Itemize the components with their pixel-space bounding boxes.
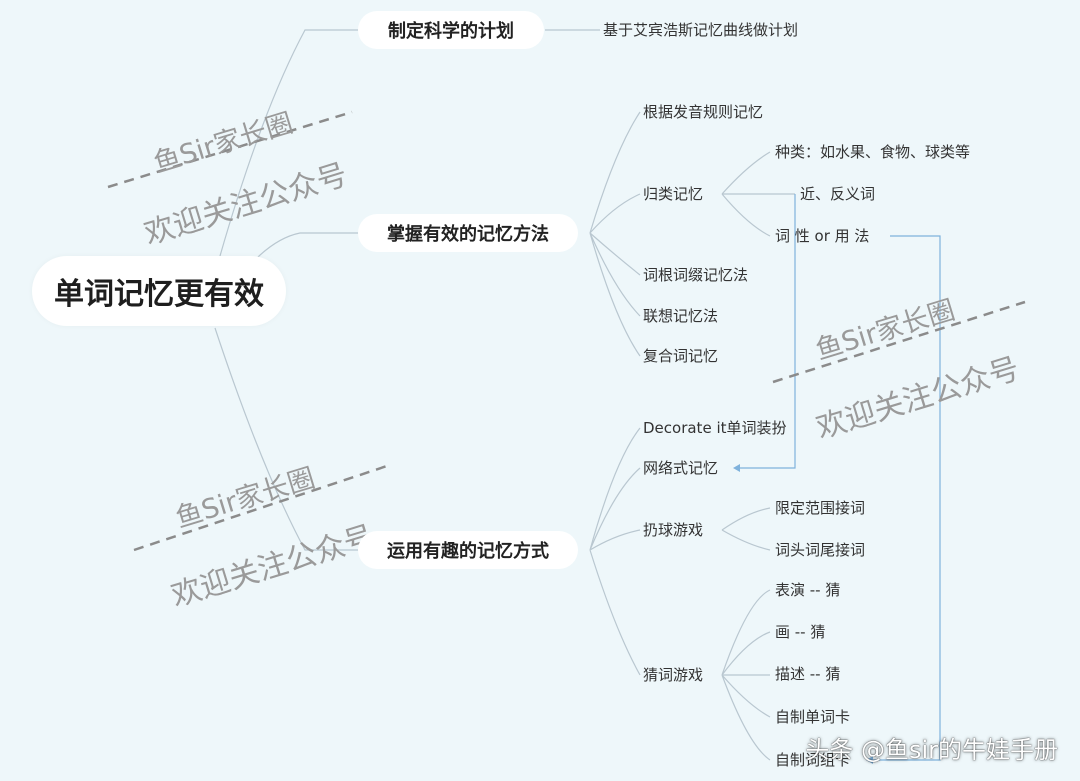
cross-link-arrow-network (733, 464, 740, 472)
branch-fun[interactable]: 运用有趣的记忆方式 (358, 531, 578, 569)
leaf-network[interactable]: 网络式记忆 (643, 459, 719, 477)
leaf-ebbinghaus-plan[interactable]: 基于艾宾浩斯记忆曲线做计划 (603, 21, 799, 39)
leaf-association[interactable]: 联想记忆法 (643, 307, 719, 325)
leaf-category-synonyms[interactable]: 近、反义词 (800, 185, 876, 203)
leaf-category-usage[interactable]: 词 性 or 用 法 (775, 227, 870, 245)
cross-link-network (735, 194, 796, 469)
leaf-ball-limited[interactable]: 限定范围接词 (775, 499, 866, 517)
branch-plan[interactable]: 制定科学的计划 (358, 11, 544, 49)
connector-root-fun (214, 327, 360, 551)
watermark-divider-3 (133, 463, 391, 552)
leaf-category-kinds[interactable]: 种类：如水果、食物、球类等 (775, 143, 971, 161)
leaf-guess-game[interactable]: 猜词游戏 (643, 666, 704, 684)
connector-guess-fan (721, 589, 771, 761)
leaf-phonics[interactable]: 根据发音规则记忆 (643, 103, 764, 121)
leaf-phrase-cards[interactable]: 自制词组卡 (775, 751, 851, 769)
branch-methods[interactable]: 掌握有效的记忆方法 (358, 214, 578, 252)
leaf-guess-act[interactable]: 表演 -- 猜 (775, 581, 841, 599)
connector-root-plan (219, 29, 360, 257)
connector-category-fan (721, 151, 795, 237)
leaf-guess-describe[interactable]: 描述 -- 猜 (775, 665, 841, 683)
leaf-compound[interactable]: 复合词记忆 (643, 347, 719, 365)
connector-ball-fan (721, 507, 771, 551)
leaf-decorate-it[interactable]: Decorate it单词装扮 (643, 419, 787, 437)
connector-methods-fan (589, 111, 641, 357)
leaf-roots-affixes[interactable]: 词根词缀记忆法 (643, 266, 749, 284)
root-topic[interactable]: 单词记忆更有效 (32, 256, 286, 326)
watermark-divider-1 (107, 110, 353, 189)
leaf-ball-game[interactable]: 扔球游戏 (643, 521, 704, 539)
leaf-categorize[interactable]: 归类记忆 (643, 185, 704, 203)
cross-link-arrow-usage (866, 756, 873, 764)
leaf-guess-draw[interactable]: 画 -- 猜 (775, 623, 826, 641)
leaf-ball-head-tail[interactable]: 词头词尾接词 (775, 541, 866, 559)
connector-fun-fan (589, 427, 641, 676)
leaf-word-cards[interactable]: 自制单词卡 (775, 708, 851, 726)
footer-credit: 头条 @鱼sir的牛娃手册 (805, 736, 1058, 764)
cross-link-usage (870, 235, 941, 761)
